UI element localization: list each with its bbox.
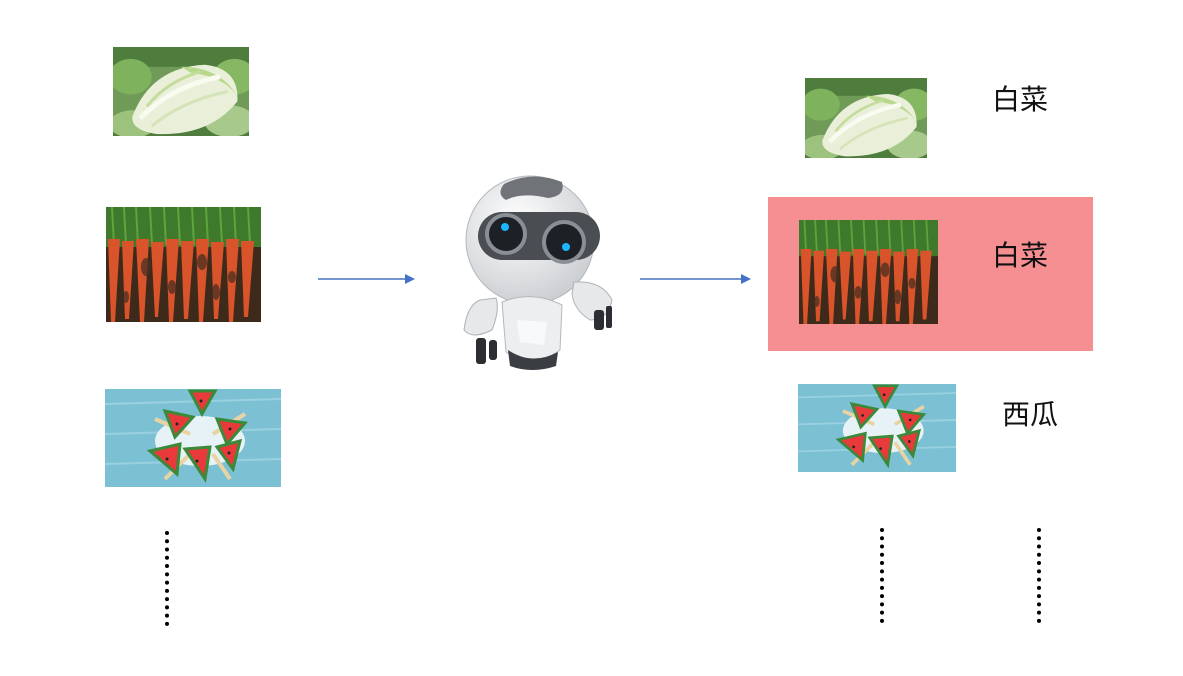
output-label-1: 白菜	[992, 83, 1049, 116]
output-watermelon-image	[798, 384, 956, 472]
carrot-photo	[799, 220, 938, 324]
input-ellipsis-dots	[165, 531, 169, 626]
cabbage-photo	[805, 78, 927, 158]
input-cabbage-image	[113, 47, 249, 136]
robot-icon	[463, 175, 613, 370]
output-label-ellipsis-dots	[1037, 528, 1041, 623]
input-watermelon-image	[105, 389, 281, 487]
arrow-model-to-output	[640, 274, 751, 284]
output-label-2: 白菜	[992, 239, 1049, 272]
input-carrot-image	[106, 207, 261, 322]
output-cabbage-image	[805, 78, 927, 158]
carrot-photo	[106, 207, 261, 322]
arrow-input-to-model	[318, 274, 415, 284]
output-carrot-image	[799, 220, 938, 324]
output-image-ellipsis-dots	[880, 528, 884, 623]
watermelon-photo	[798, 384, 956, 472]
output-label-3: 西瓜	[1002, 398, 1059, 431]
cabbage-photo	[113, 47, 249, 136]
watermelon-photo	[105, 389, 281, 487]
